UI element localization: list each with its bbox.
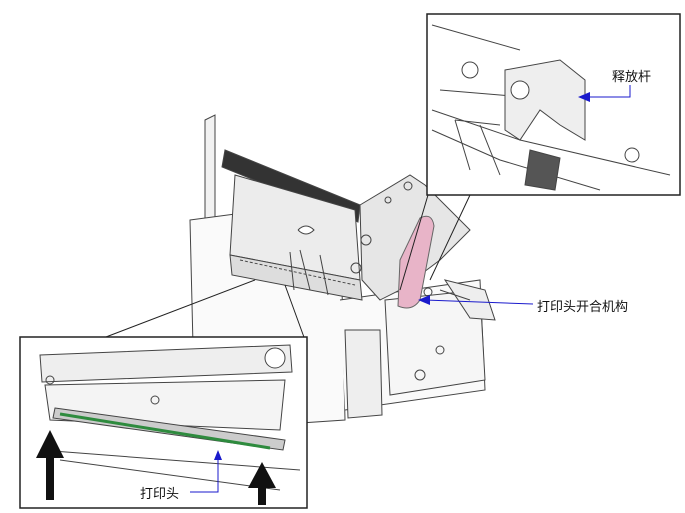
- printhead-mechanism-label: 打印头开合机构: [537, 296, 629, 315]
- upward-arrows: [36, 430, 276, 505]
- release-lever-inset: [426, 13, 681, 196]
- arrowhead-icon: [578, 92, 590, 102]
- up-arrow-icon: [36, 430, 64, 500]
- release-lever-leader: [580, 84, 631, 98]
- arrowhead-icon: [214, 450, 222, 460]
- mechanism-leader: [424, 299, 534, 305]
- release-lever-label: 释放杆: [612, 66, 652, 85]
- up-arrow-icon: [248, 462, 276, 505]
- arrowhead-icon: [418, 295, 430, 305]
- printhead-label: 打印头: [140, 483, 180, 502]
- printhead-leader: [190, 455, 219, 493]
